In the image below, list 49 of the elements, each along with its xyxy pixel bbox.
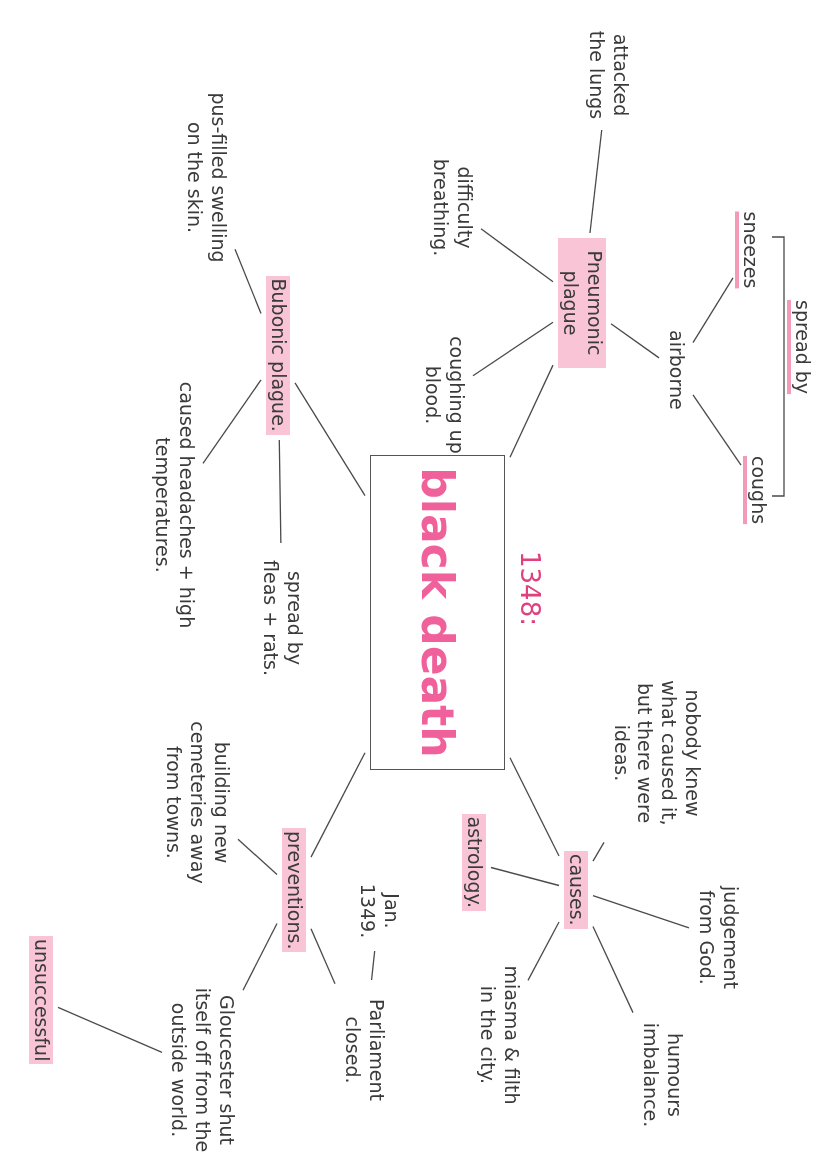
connector-line — [234, 248, 262, 315]
connector-line — [692, 277, 734, 344]
branch-text: difficulty breathing. — [428, 145, 476, 270]
connector-line — [490, 866, 560, 887]
branch-text: miasma & filth in the city. — [475, 960, 523, 1110]
connector-line — [692, 394, 742, 466]
branch-text: humours imbalance. — [638, 1005, 686, 1145]
branch-text: astrology. — [462, 813, 486, 912]
connector-line — [310, 928, 336, 985]
topic-title: black death — [411, 467, 464, 758]
connector-line — [592, 925, 634, 1014]
connector-line — [237, 838, 278, 876]
branch-text: Gloucester shut itself off from the outside world. — [166, 985, 238, 1155]
connector-line — [509, 757, 560, 857]
branch-text: pus-filled swelling on the skin. — [182, 90, 230, 265]
connector-line — [278, 439, 282, 544]
branch-text: Parliament closed. — [340, 985, 388, 1115]
branch-text: Jan. 1349. — [355, 876, 403, 946]
connector-line — [57, 1006, 163, 1054]
connector-line — [472, 321, 554, 377]
connector-line — [527, 921, 560, 982]
connector-line — [294, 382, 366, 497]
branch-text: Bubonic plague. — [266, 275, 290, 435]
branch-text: caused headaches + high temperatures. — [150, 380, 198, 630]
group-heading: spread by — [792, 300, 814, 395]
branch-text: spread by fleas + rats. — [258, 548, 306, 688]
branch-text: causes. — [564, 851, 588, 929]
connector-line — [370, 950, 376, 981]
branch-text: building new cemeteries away from towns. — [161, 705, 233, 900]
connector-line — [592, 895, 690, 929]
branch-text: coughs — [746, 456, 770, 525]
branch-text: unsuccessful — [29, 936, 53, 1065]
branch-text: preventions. — [282, 828, 306, 953]
connector-line — [610, 323, 660, 359]
connector-line — [509, 364, 554, 458]
connector-line — [480, 228, 554, 283]
branch-text: nobody knew what caused it, but there were ideas. — [609, 668, 704, 838]
branch-text: coughing up blood. — [420, 330, 468, 460]
branch-text: sneezes — [738, 211, 762, 289]
connector-line — [310, 752, 366, 858]
branch-text: attacked the lungs — [584, 25, 632, 125]
connector-line — [202, 379, 262, 464]
connector-line — [589, 129, 603, 234]
connector-line — [592, 841, 605, 862]
branch-text: Pneumonic plague — [558, 238, 606, 368]
branch-text: airborne — [664, 330, 688, 410]
branch-text: judgement from God. — [694, 870, 742, 1005]
connector-line — [242, 922, 278, 991]
date-heading: 1348: — [514, 551, 546, 626]
